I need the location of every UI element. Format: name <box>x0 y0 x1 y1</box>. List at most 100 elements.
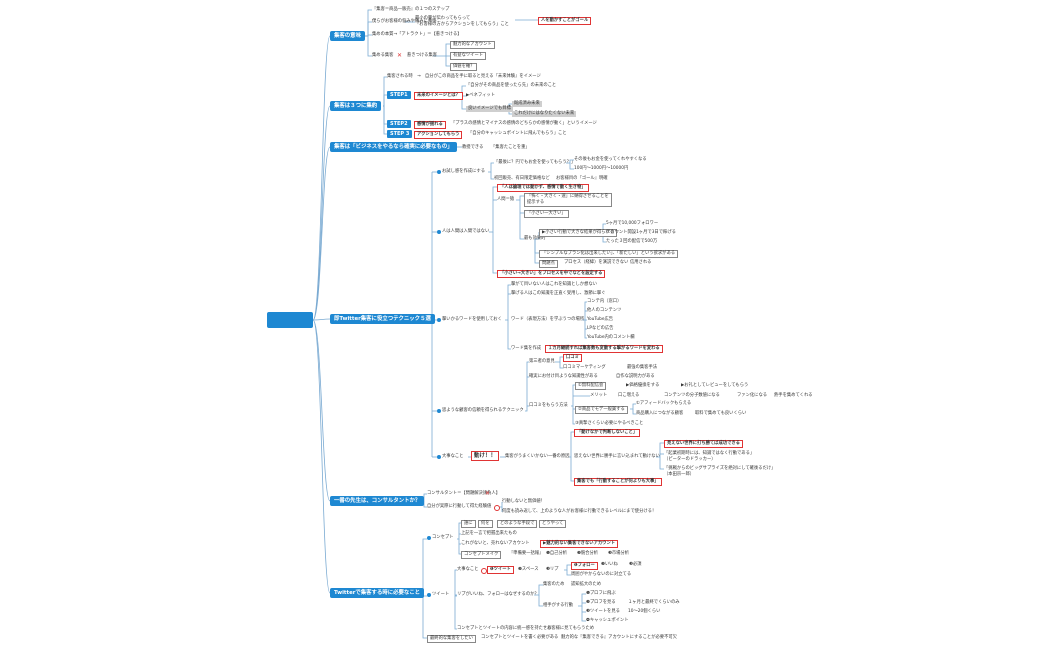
node-t4a: 第三者の意見 <box>529 359 555 364</box>
node-c3: 行動しないと無価値！ <box>502 499 545 504</box>
node-t4b: 口コミ <box>563 354 582 362</box>
node-w3a: コンセプトとツイートを書く必要がある <box>481 635 559 640</box>
connector-line <box>525 361 529 412</box>
branch-dot <box>437 455 441 459</box>
hub-three-steps[interactable]: 集客は３つに集約 <box>330 101 382 111</box>
root-hub-connector <box>312 319 331 502</box>
node-t2e: 最も効果的 <box>524 236 546 241</box>
step3-badge[interactable]: STEP 3 <box>387 130 413 138</box>
root-hub-connector <box>312 35 331 321</box>
node-w3: 最終的な集客をしたい <box>427 635 476 643</box>
connector-line <box>578 593 586 607</box>
connector-line <box>422 593 427 639</box>
node-w2g: ❸必須 <box>629 562 642 567</box>
node-s10: アクションしてもらう <box>414 131 463 139</box>
step2-badge[interactable]: STEP2 <box>387 120 411 128</box>
node-t1b: その後もお金を使ってくれやすくなる <box>574 157 647 162</box>
node-t4: 思ような顧客の信頼を得られるテクニック <box>442 408 524 413</box>
connector-line <box>364 21 372 37</box>
connector-line <box>507 320 511 350</box>
node-t2: 人は人間は入間ではない <box>442 229 490 234</box>
node-w1: コンセプト <box>432 535 454 540</box>
node-s1: 集客される時 → 自分がこの商品を手に取ると見える『未来体験』をイメージ <box>387 74 541 79</box>
circle-icon <box>494 505 500 511</box>
connector-line <box>571 384 575 407</box>
node-w1g: ▶魅力的ない集客できないアカウント <box>540 540 619 548</box>
node-w2l: 相手がする行動 <box>543 603 574 608</box>
node-w2b: ❶ツイート <box>487 566 514 574</box>
node-w1i: 『準備要一括報』 <box>509 551 544 556</box>
hub-consultant[interactable]: 一番の先生は、コンサルタントか？ <box>330 496 425 506</box>
hub-business-necessity[interactable]: 集客は「ビジネスをやるなら確実に必要なもの」 <box>330 142 457 152</box>
node-w1h: コンセプトメイク <box>461 551 502 559</box>
node-t4d: 最強の集客手法 <box>627 365 658 370</box>
branch-dot <box>437 318 441 322</box>
connector-line <box>383 105 387 135</box>
node-t4o: 熱手を集めてくれる <box>774 393 813 398</box>
node-t2g: 5ヶ月で10,000フォロワー <box>606 221 659 226</box>
node-t5f: 「起業初期時には、知識ではなく行動である」 （ピーターのドラッカー） <box>664 451 755 462</box>
connector-line <box>572 406 575 425</box>
node-t1d: 初回販売、有日限定価格など <box>494 176 550 181</box>
connector-line <box>630 403 636 410</box>
node-t3e: 他人のコンテンツ <box>587 308 622 313</box>
node-t2m: 信用される <box>630 260 652 265</box>
branch-dot <box>427 593 431 597</box>
node-n3: 最小の量が伝わってもらって 「お客様の方からアクションをしてもらう」こと <box>415 16 509 27</box>
branch-dot <box>427 536 431 540</box>
connector-line <box>569 431 574 458</box>
node-n6: 集める集客 <box>372 53 394 58</box>
cross-icon: ✕ <box>397 52 403 59</box>
node-c4: 何度も読み返して、上のような人がお客様に行動できるレベルにまで使分ける！ <box>502 509 657 514</box>
node-t3f: YouTube広告 <box>587 317 614 322</box>
connector-line <box>584 320 587 339</box>
connector-line <box>433 43 450 57</box>
node-w1c: どのような手段で <box>497 520 538 528</box>
node-s11: 「自分のキャッシュポイントに飛んでもらう」こと <box>468 131 567 136</box>
node-h3a: 教授できる <box>462 145 484 150</box>
node-w2s: コンセプトとツイートの内容に統一感を持たせる <box>457 626 552 631</box>
connector-line <box>564 564 571 571</box>
node-s9: 「プラスの感情とマイナスの感情のどちらかの感情が動く」というイメージ <box>451 121 597 126</box>
node-s6: 既成済み未来 <box>512 101 542 107</box>
node-t2h: アカウント開設1ヶ月で3日で稼げる <box>606 230 676 235</box>
connector-line <box>445 55 450 67</box>
step1-badge[interactable]: STEP1 <box>387 91 411 99</box>
node-w2f: ❷いいね <box>601 562 618 567</box>
node-w2o: １ヶ月と最終でくらいのみ <box>628 600 680 605</box>
node-t3d: コンテ内（窓口） <box>587 299 622 304</box>
node-t2l: プロセス（経緯）を演説できない <box>564 260 629 265</box>
node-t4p: ②商品でモデ一般貰する <box>575 406 628 414</box>
node-n2: 僕らがお客様の悩みや痛みに共感 <box>372 19 437 24</box>
connector-line <box>488 162 494 173</box>
node-w1b: 何を <box>478 520 493 528</box>
root-node[interactable] <box>267 312 313 328</box>
node-t4i: ▶価格優換をする <box>626 383 660 388</box>
node-w1a: 誰に <box>461 520 476 528</box>
node-w1k: ❷競合分析 <box>577 551 599 556</box>
hub-meaning[interactable]: 集客の意味 <box>330 31 365 41</box>
node-t4g: 口コミをもらう方法 <box>529 403 568 408</box>
hub-twitter-requirements[interactable]: Twitterで集客する時に必要なこと <box>330 588 425 598</box>
node-t1: お試し感を作成にする <box>442 169 486 174</box>
node-w2m: ❶プロフに飛ぶ <box>586 591 616 596</box>
circle-icon <box>481 568 487 574</box>
node-t2f: ▶小さい行動で大きな結果が得られる <box>539 229 618 237</box>
node-w2n: ❷プロフを見る <box>586 600 616 605</box>
node-n4: 人を動かすことがゴール <box>538 17 592 25</box>
node-t4q: ①アフィードバックもらえる <box>636 401 692 406</box>
node-s8: 感情が揺れる <box>414 121 446 129</box>
root-hub-connector <box>312 146 331 321</box>
node-w3b: 魅力的な『集客できる』アカウントにすることが必要不可欠 <box>561 635 677 640</box>
node-n10: 価値を軸？ <box>450 63 478 71</box>
node-t3g: LPなどの広告 <box>587 326 614 331</box>
node-w2h: 周囲がやからないのに対立てる <box>571 572 632 577</box>
node-t3a: 撃がて目いない人はこれを知識としか想ない <box>511 282 597 287</box>
node-w2d: ❸リプ <box>546 567 559 572</box>
connector-line <box>457 522 461 540</box>
branch-dot <box>437 409 441 413</box>
node-n1: 『集客＝商品一販売』の１つのステップ <box>372 7 450 12</box>
connector-line <box>420 538 427 594</box>
node-w1d: どうやって <box>539 520 567 528</box>
hub-twitter-techniques[interactable]: 即Twitter集客に役立つテクニック５選 <box>330 314 435 324</box>
